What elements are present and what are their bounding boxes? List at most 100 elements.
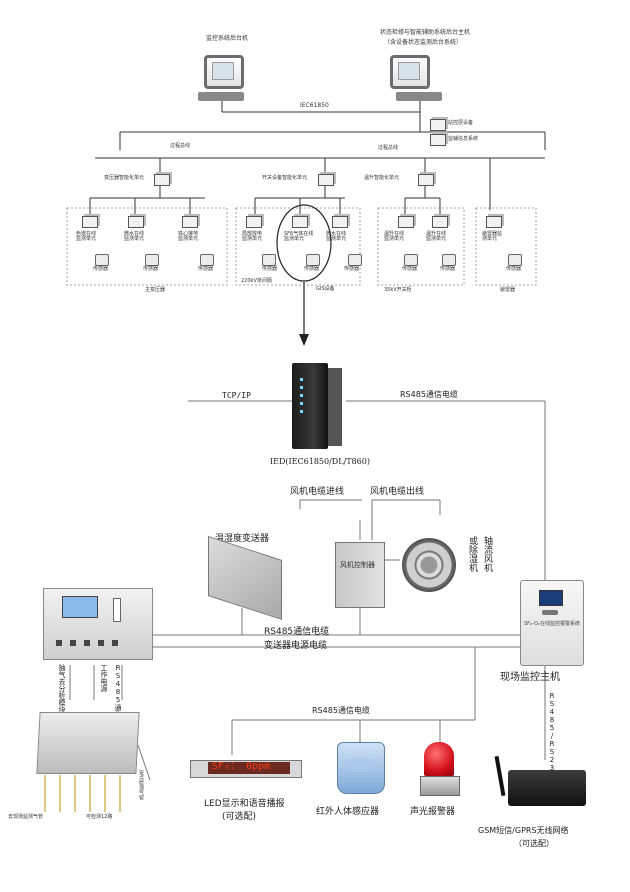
sensor-9 — [508, 254, 522, 266]
rs485-vertical-label: RS485通信 — [114, 664, 122, 718]
keyboard-right — [396, 92, 442, 101]
rs485-top-label: RS485通信电缆 — [400, 390, 458, 399]
gas-analyzer — [43, 588, 153, 660]
partial-discharge-unit-label: 局部放电监测单元 — [242, 231, 263, 242]
axial-fan-label: 轴流风机 — [482, 536, 492, 572]
sensor-5-label: 传感器 — [304, 266, 320, 272]
sensor-1 — [95, 254, 109, 266]
rs485-lower-label: RS485通信电缆 — [312, 706, 370, 715]
analyzer-ports — [56, 640, 62, 646]
dehumidifier-label: 或除湿机 — [467, 536, 477, 572]
sensor-6-label: 传感器 — [344, 266, 360, 272]
info-system-box — [430, 134, 446, 146]
gsm-optional: （可选配） — [514, 839, 554, 848]
infrared-label: 红外人体感应器 — [316, 807, 380, 817]
to-site-gas-label: 去现场监测气管 — [8, 814, 44, 820]
bus-protocol-label: IEC61850 — [300, 102, 329, 109]
work-power-label: 工作电源 — [100, 664, 108, 692]
sensor-3-label: 传感器 — [198, 266, 214, 272]
sensor-8-label: 传感器 — [440, 266, 456, 272]
alarm-label: 声光报警器 — [410, 807, 456, 817]
group-220kv: 220kV单间隔 — [241, 278, 272, 284]
infrared-lens — [350, 758, 370, 772]
info-system-label: 监辅信息系统 — [448, 136, 479, 142]
fan-cable-in-label: 风机电缆进线 — [290, 487, 345, 497]
micro-water-unit2-box — [332, 216, 348, 228]
group-main-transformer: 主变压器 — [145, 287, 166, 293]
host-right-label-1: 状态检修与智能辅助系统后台主机 — [380, 29, 471, 36]
power-cable-label: 变送器电源电缆 — [264, 641, 328, 651]
led-display-text: SF₆： 0ppm — [208, 762, 290, 774]
transformer-unit-box — [154, 174, 170, 186]
group-35kv: 35kV开关柜 — [384, 287, 412, 293]
sensor-8 — [442, 254, 456, 266]
gsm-modem — [508, 770, 586, 806]
sf6-unit-box — [292, 216, 308, 228]
flowmeter — [113, 598, 121, 622]
field-host-label: 现场监控主机 — [500, 672, 560, 683]
sensor-4 — [262, 254, 276, 266]
keyboard-left — [198, 92, 244, 101]
tcp-ip-label: TCP/IP — [222, 391, 251, 400]
gsm-caption: GSM短信/GPRS无线网络 — [478, 826, 569, 835]
gas-distributor — [36, 712, 140, 774]
oil-chrom-unit-box — [82, 216, 98, 228]
ied-label: IED(IEC61850/DL/T860) — [270, 457, 370, 466]
sensor-6 — [348, 254, 362, 266]
sensor-2 — [145, 254, 159, 266]
fan-controller-label: 风机控制器 — [340, 561, 375, 569]
host-right-label-2: （含设备状态监测后台系统） — [384, 39, 463, 46]
temp-unit2-label: 温升在线监测单元 — [426, 231, 447, 242]
partial-discharge-unit-box — [246, 216, 262, 228]
field-host-title: SF₆-O₂在线监控报警系统 — [524, 621, 580, 627]
arrester-unit-box — [486, 216, 502, 228]
switch-unit-box — [318, 174, 334, 186]
sensor-4-label: 传感器 — [262, 266, 278, 272]
core-ground-unit-box — [182, 216, 198, 228]
micro-water-unit-label: 微水在线监测单元 — [124, 231, 145, 242]
fan-controller — [335, 542, 385, 608]
group-gis: GIS设备 — [316, 286, 335, 292]
sensor-7-label: 传感器 — [402, 266, 418, 272]
core-ground-unit-label: 铁心接地监测单元 — [178, 231, 199, 242]
sf6-unit-label: SF6气体在线监测单元 — [284, 231, 314, 242]
rs485-rs232-label: RS485/RS232 — [548, 692, 556, 780]
detect-12-label: 可检测12路 — [86, 814, 113, 820]
micro-water-unit2-label: 微水在线监测单元 — [326, 231, 347, 242]
led-caption: LED显示和语音播报 — [204, 799, 285, 809]
gas-pipe-label: 抽气去分析模块 — [58, 664, 66, 713]
field-host-screen — [539, 590, 563, 606]
sensor-5 — [306, 254, 320, 266]
exhaust-label: 安点检测气管 — [138, 770, 144, 800]
sensor-7 — [404, 254, 418, 266]
sensor-1-label: 传感器 — [93, 266, 109, 272]
temp-unit1-label: 温升在线监测单元 — [384, 231, 405, 242]
ied-leds — [300, 378, 303, 381]
ied-device — [292, 363, 328, 449]
monitor-left — [204, 55, 244, 89]
sensor-9-label: 传感器 — [506, 266, 522, 272]
led-optional: (可选配) — [222, 812, 257, 822]
temp-unit2-box — [432, 216, 448, 228]
switch-unit-label: 开关设备智能化单元 — [262, 175, 308, 181]
transformer-unit-label: 变压器智能化单元 — [104, 175, 145, 181]
station-device-box — [430, 119, 446, 131]
monitor-right — [390, 55, 430, 89]
fan-cable-out-label: 风机电缆出线 — [370, 487, 425, 497]
arrester-unit-label: 避雷器监测单元 — [482, 231, 503, 242]
alarm-base — [420, 776, 460, 796]
group-arrester: 避雷器 — [500, 287, 516, 293]
temp-unit-label: 温升智能化单元 — [364, 175, 400, 181]
gas-analyzer-screen — [62, 596, 98, 618]
sensor-2-label: 传感器 — [143, 266, 159, 272]
oil-chrom-unit-label: 色谱在线监测单元 — [76, 231, 97, 242]
rs485-mid-label: RS485通信电缆 — [264, 627, 330, 637]
process-bus-label-right: 过程总线 — [378, 145, 399, 151]
station-device-label: 站控层设备 — [448, 120, 474, 126]
micro-water-unit-box — [128, 216, 144, 228]
temp-humidity-label: 温湿度变送器 — [215, 534, 270, 544]
field-host-keypad — [542, 610, 558, 615]
alarm-light — [424, 742, 454, 776]
